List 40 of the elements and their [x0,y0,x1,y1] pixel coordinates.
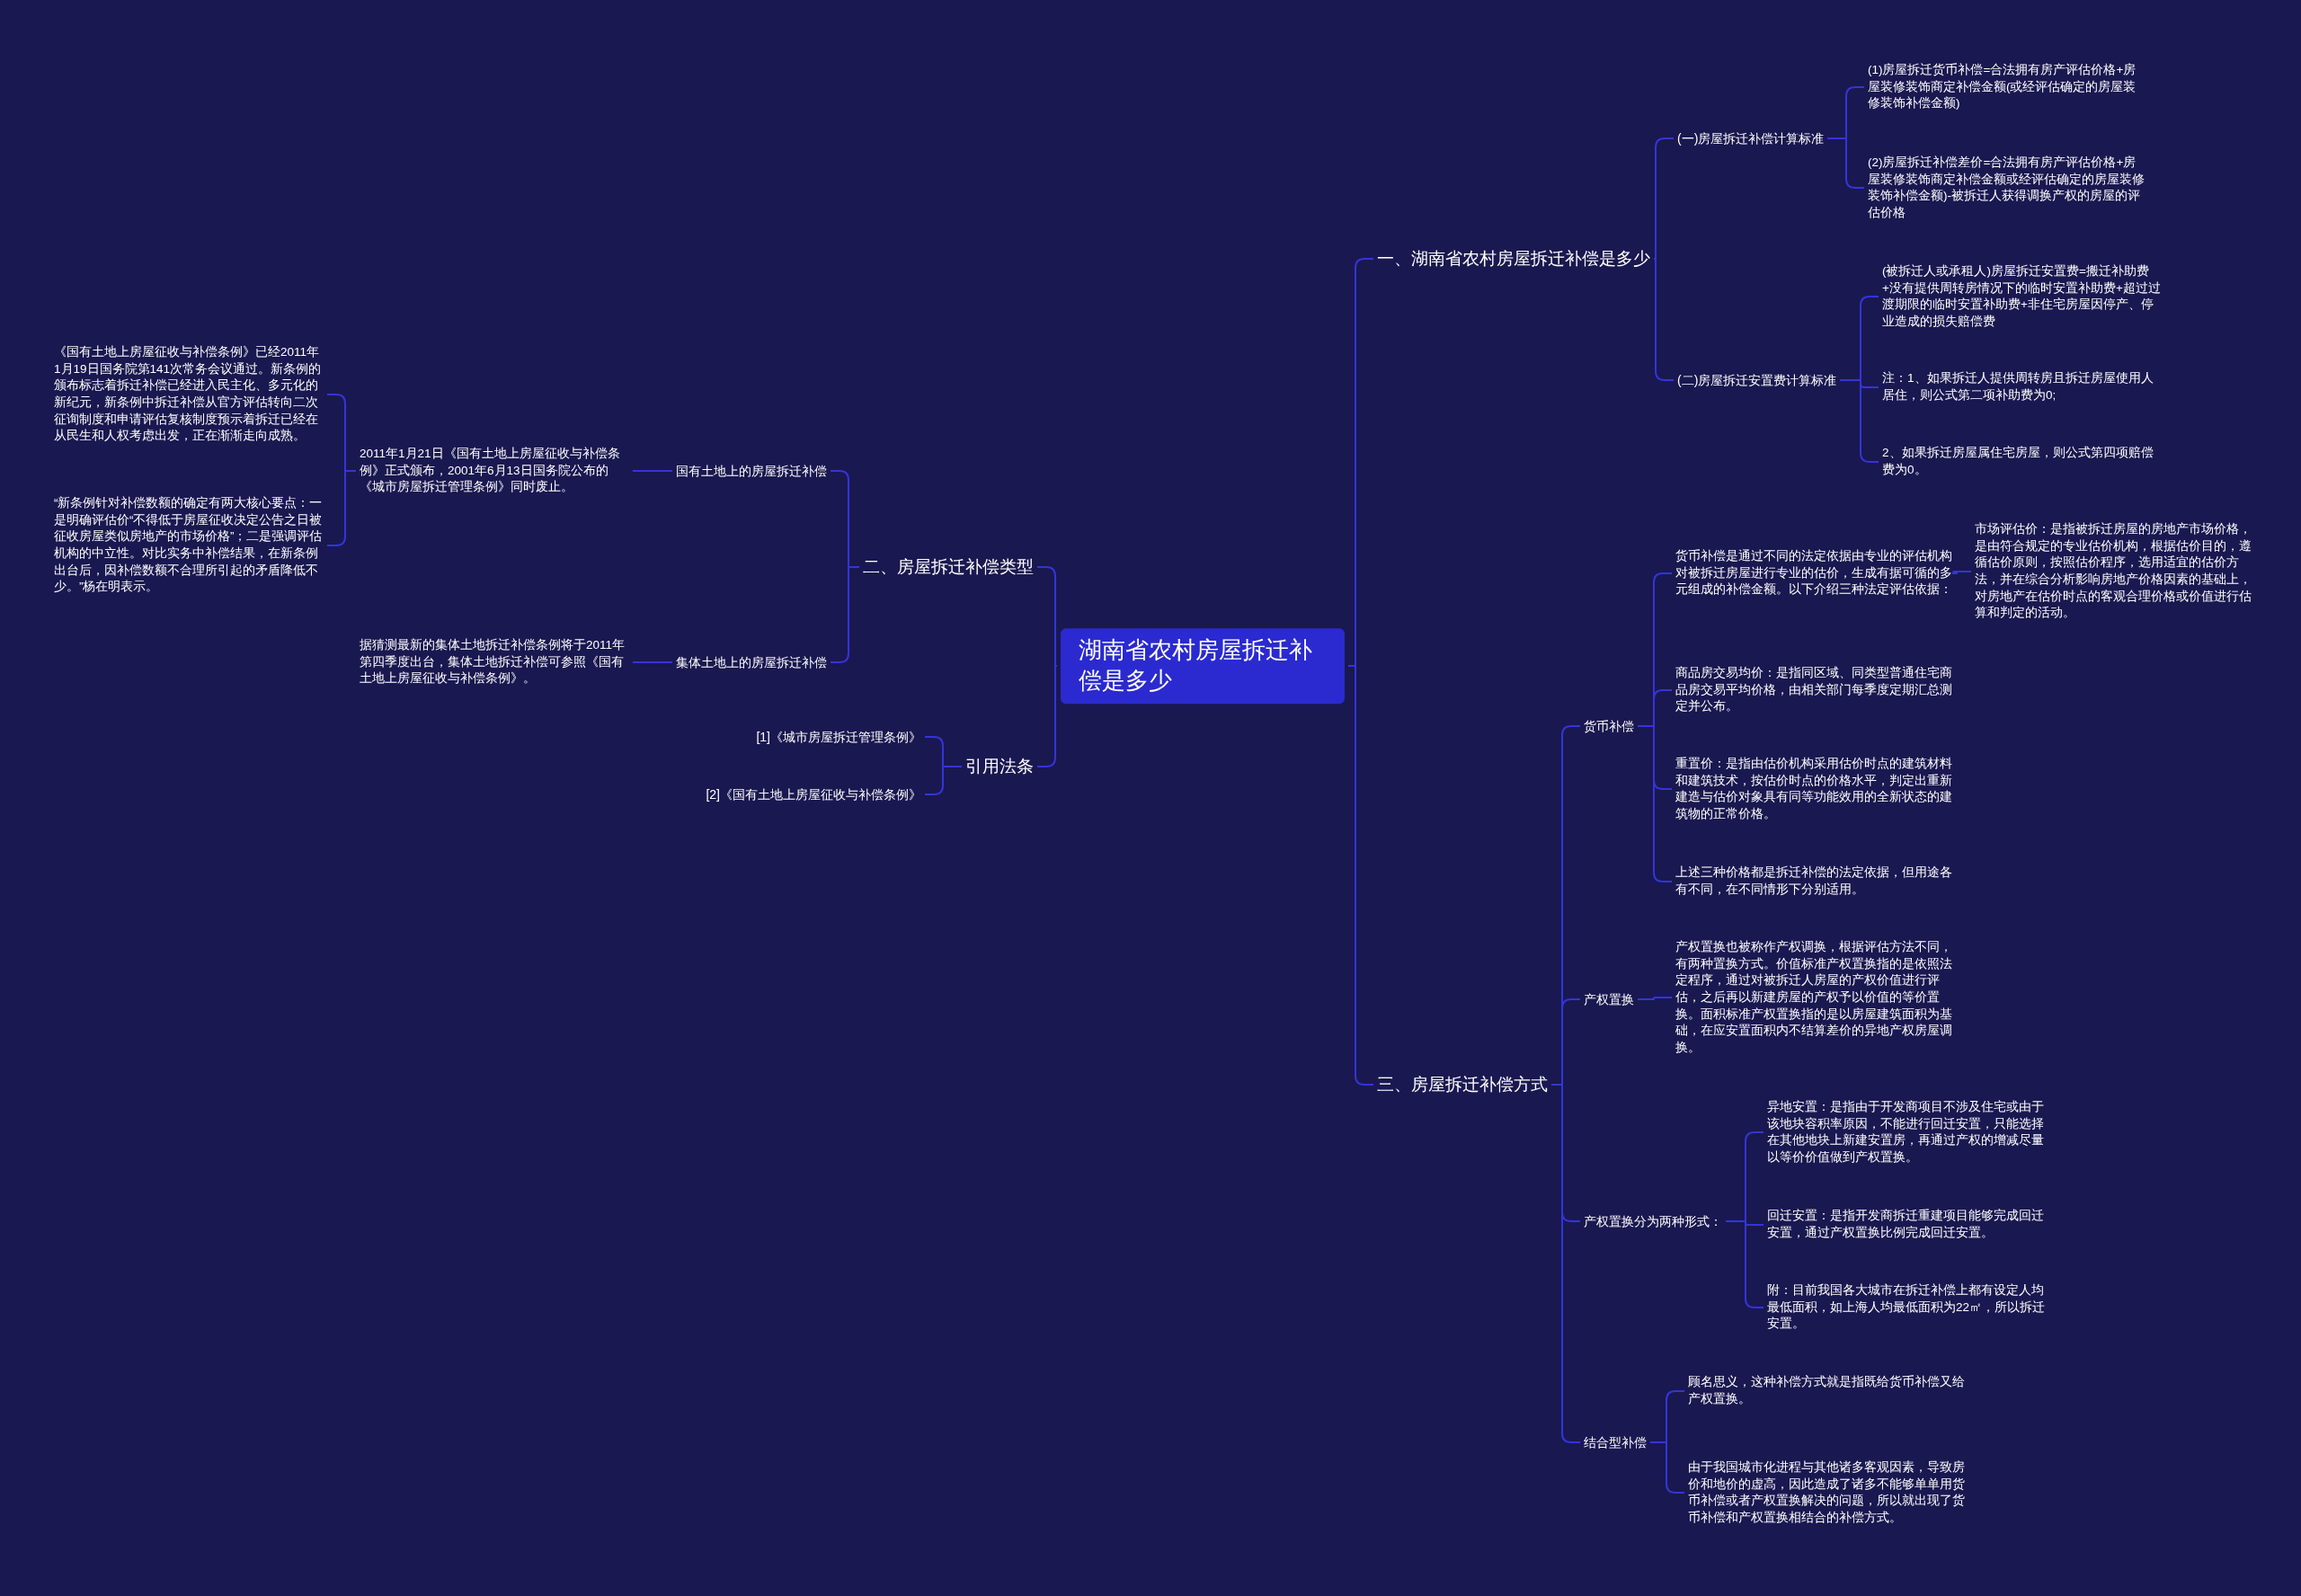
subtopic-label: 产权置换 [1584,990,1634,1008]
note-text: (被拆迁人或承租人)房屋拆迁安置费=搬迁补助费+没有提供周转房情况下的临时安置补助费+超过过渡期限的临时安置补助费+非住宅房屋因停产、停业造成的损失赔偿费 [1882,262,2161,331]
note-text: 产权置换也被称作产权调换，根据评估方法不同，有两种置换方式。价值标准产权置换指的是依照法定程序，通过对被拆迁人房屋的产权价值进行评估，之后再以新建房屋的产权予以价值的等价置换。面积标准产权置换指的是以房屋建筑面积为基础，在应安置面积内不结算差价的异地产权房屋调换。 [1675,938,1954,1057]
note-text: (2)房屋拆迁补偿差价=合法拥有房产评估价格+房屋装修装饰商定补偿金额或经评估确定的房屋装修装饰补偿金额)-被拆迁人获得调换产权的房屋的评估价格 [1868,154,2146,222]
note-text: (1)房屋拆迁货币补偿=合法拥有房产评估价格+房屋装修装饰商定补偿金额(或经评估确定的房屋装修装饰补偿金额) [1868,62,2146,112]
note-text: 注：1、如果拆迁人提供周转房且拆迁房屋使用人居住，则公式第二项补助费为0; [1882,370,2161,404]
subtopic-label: 产权置换分为两种形式： [1584,1212,1722,1230]
note-text: 重置价：是指由估价机构采用估价时点的建筑材料和建筑技术，按估价时点的价格水平，判定出重新建造与估价对象具有同等功能效用的全新状态的建筑物的正常价格。 [1675,755,1954,823]
branch-topic: 一、湖南省农村房屋拆迁补偿是多少 [1377,247,1650,270]
note-text: 货币补偿是通过不同的法定依据由专业的评估机构对被拆迁房屋进行专业的估价，生成有据可循的多元组成的补偿金额。以下介绍三种法定评估依据： [1675,548,1954,598]
subtopic-label: (一)房屋拆迁补偿计算标准 [1677,129,1825,147]
branch-topic: 引用法条 [965,755,1034,778]
note-text: 市场评估价：是指被拆迁房屋的房地产市场价格，是由符合规定的专业估价机构，根据估价目的，遵循估价原则，按照估价程序，选用适宜的估价方法，并在综合分析影响房地产价格因素的基础上，对房地产在估价时点的客观合理价格或价值进行估算和判定的活动。 [1975,521,2253,622]
note-text: 2011年1月21日《国有土地上房屋征收与补偿条例》正式颁布，2001年6月13日国务院公布的《城市房屋拆迁管理条例》同时废止。 [360,446,629,496]
note-text: 顾名思义，这种补偿方式就是指既给货币补偿又给产权置换。 [1688,1374,1967,1408]
note-text: 由于我国城市化进程与其他诸多客观因素，导致房价和地价的虚高，因此造成了诸多不能够单单用货币补偿或者产权置换解决的问题，所以就出现了货币补偿和产权置换相结合的补偿方式。 [1688,1459,1967,1527]
subtopic-label: [2]《国有土地上房屋征收与补偿条例》 [706,785,921,803]
connector-line [1637,997,1673,1000]
note-text: 异地安置：是指由于开发商项目不涉及住宅或由于该地块容积率原因，不能进行回迁安置，只能选择在其他地块上新建安置房，再通过产权的增减尽量以等价价值做到产权置换。 [1767,1098,2046,1166]
subtopic-label: (二)房屋拆迁安置费计算标准 [1677,371,1837,389]
note-text: 回迁安置：是指开发商拆迁重建项目能够完成回迁安置，通过产权置换比例完成回迁安置。 [1767,1208,2046,1242]
note-text: 上述三种价格都是拆迁补偿的法定依据，但用途各有不同，在不同情形下分别适用。 [1675,864,1954,899]
branch-topic: 三、房屋拆迁补偿方式 [1377,1073,1548,1096]
connector-line [1952,571,1972,574]
connector-line [632,661,673,663]
connector-line [924,766,963,795]
connector-line [632,470,673,472]
subtopic-label: 国有土地上的房屋拆迁补偿 [676,462,827,480]
subtopic-label: 货币补偿 [1584,717,1634,735]
subtopic-label: [1]《城市房屋拆迁管理条例》 [756,728,921,746]
note-text: 《国有土地上房屋征收与补偿条例》已经2011年1月19日国务院第141次常务会议通过。新条例的颁布标志着拆迁补偿已经进入民主化、多元化的新纪元，新条例中拆迁补偿从官方评估转向二次征询制度和申请评估复核制度预示着拆迁已经在从民生和人权考虑出发，正在渐渐走向成熟。 [54,344,324,445]
subtopic-label: 集体土地上的房屋拆迁补偿 [676,653,827,671]
central-topic: 湖南省农村房屋拆迁补偿是多少 [1061,628,1345,704]
note-text: 2、如果拆迁房屋属住宅房屋，则公式第四项赔偿费为0。 [1882,445,2161,479]
note-text: 附：目前我国各大城市在拆迁补偿上都有设定人均最低面积，如上海人均最低面积为22㎡，所以拆迁安置。 [1767,1282,2046,1333]
note-text: 商品房交易均价：是指同区域、同类型普通住宅商品房交易平均价格，由相关部门每季度定期汇总测定并公布。 [1675,665,1954,715]
subtopic-label: 结合型补偿 [1584,1433,1647,1451]
branch-topic: 二、房屋拆迁补偿类型 [863,555,1034,579]
note-text: “新条例针对补偿数额的确定有两大核心要点：一是明确评估价“不得低于房屋征收决定公告之日被征收房屋类似房地产的市场价格”；二是强调评估机构的中立性。对比实务中补偿结果，在新条例出台后，因补偿数额不合理所引起的矛盾降低不少。”杨在明表示。 [54,495,324,596]
note-text: 据猜测最新的集体土地拆迁补偿条例将于2011年第四季度出台，集体土地拆迁补偿可参照《国有土地上房屋征收与补偿条例》。 [360,637,629,687]
